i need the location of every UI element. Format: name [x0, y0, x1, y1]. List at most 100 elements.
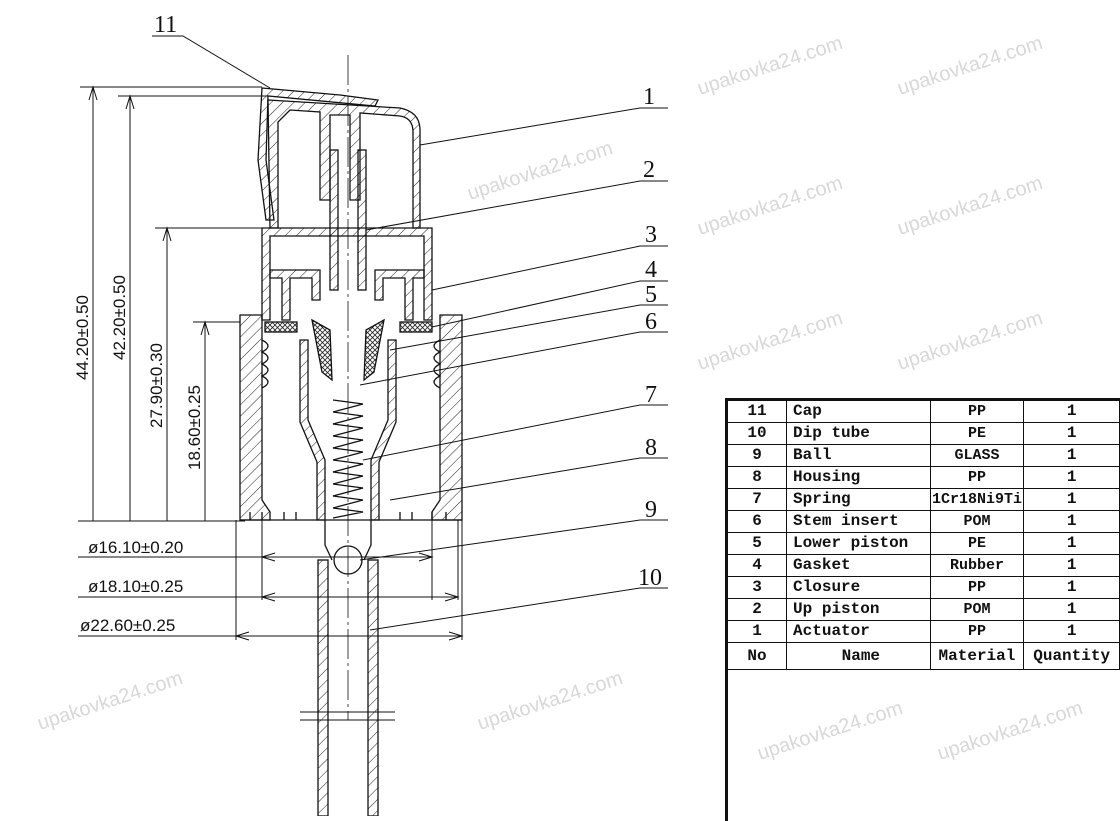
- dim-height-housing: 18.60±0.25: [185, 385, 204, 470]
- bom-cell-name: Spring: [786, 488, 931, 511]
- callout-7: 7: [645, 382, 657, 408]
- header-no: No: [726, 642, 788, 670]
- bom-cell-no: 8: [726, 466, 788, 489]
- watermark: upakovka24.com: [895, 32, 1046, 100]
- watermark: upakovka24.com: [695, 172, 846, 240]
- callout-4: 4: [645, 257, 657, 283]
- watermark: upakovka24.com: [475, 667, 626, 735]
- bom-cell-material: POM: [929, 510, 1025, 533]
- bom-cell-quantity: 1: [1023, 400, 1120, 423]
- callout-6: 6: [645, 309, 657, 335]
- bom-cell-quantity: 1: [1023, 444, 1120, 467]
- watermark: upakovka24.com: [895, 172, 1046, 240]
- bom-cell-quantity: 1: [1023, 510, 1120, 533]
- bom-cell-material: PP: [929, 466, 1025, 489]
- bom-cell-name: Dip tube: [786, 422, 931, 445]
- bom-cell-material: PP: [929, 400, 1025, 423]
- bom-cell-no: 7: [726, 488, 788, 511]
- bom-cell-material: GLASS: [929, 444, 1025, 467]
- housing-right: [431, 314, 463, 521]
- bom-cell-no: 10: [726, 422, 788, 445]
- bom-cell-no: 9: [726, 444, 788, 467]
- watermark: upakovka24.com: [695, 307, 846, 375]
- dim-dia-mid: ø18.10±0.25: [88, 577, 183, 596]
- up-piston-left: [329, 149, 339, 291]
- bom-cell-material: 1Cr18Ni9Ti: [929, 488, 1025, 511]
- bom-cell-name: Lower piston: [786, 532, 931, 555]
- bom-cell-name: Stem insert: [786, 510, 931, 533]
- bom-cell-no: 6: [726, 510, 788, 533]
- closure: [261, 227, 433, 321]
- bom-cell-name: Gasket: [786, 554, 931, 577]
- bom-cell-material: Rubber: [929, 554, 1025, 577]
- dim-height-body: 42.20±0.50: [110, 275, 129, 360]
- watermark: upakovka24.com: [465, 137, 616, 205]
- bom-cell-material: POM: [929, 598, 1025, 621]
- callout-5: 5: [645, 282, 657, 308]
- bom-cell-no: 2: [726, 598, 788, 621]
- bom-cell-quantity: 1: [1023, 532, 1120, 555]
- callout-10: 10: [638, 565, 662, 591]
- bom-cell-quantity: 1: [1023, 576, 1120, 599]
- watermark: upakovka24.com: [895, 307, 1046, 375]
- leader-lines: [152, 35, 668, 631]
- bom-cell-name: Cap: [786, 400, 931, 423]
- dim-height-total: 44.20±0.50: [73, 295, 92, 380]
- bom-cell-name: Ball: [786, 444, 931, 467]
- callout-8: 8: [645, 435, 657, 461]
- callout-1: 1: [643, 84, 655, 110]
- bom-cell-no: 1: [726, 620, 788, 643]
- bom-cell-material: PE: [929, 422, 1025, 445]
- callout-2: 2: [643, 157, 655, 183]
- bom-cell-name: Up piston: [786, 598, 931, 621]
- callout-3: 3: [645, 222, 657, 248]
- bom-cell-no: 4: [726, 554, 788, 577]
- bom-cell-quantity: 1: [1023, 422, 1120, 445]
- dip-tube-right: [367, 559, 379, 816]
- dim-dia-outer: ø22.60±0.25: [80, 616, 175, 635]
- bom-cell-name: Closure: [786, 576, 931, 599]
- dim-dia-inner: ø16.10±0.20: [88, 538, 183, 557]
- bom-cell-no: 5: [726, 532, 788, 555]
- header-name: Name: [786, 642, 931, 670]
- lower-piston-left: [311, 318, 333, 382]
- bom-cell-quantity: 1: [1023, 554, 1120, 577]
- watermark: upakovka24.com: [35, 667, 186, 735]
- dim-height-closure: 27.90±0.30: [147, 343, 166, 428]
- callout-9: 9: [645, 497, 657, 523]
- spring: [332, 399, 364, 519]
- gasket-left: [264, 321, 298, 333]
- dip-tube-left: [317, 559, 329, 816]
- dimension-lines: [78, 85, 464, 641]
- bom-cell-quantity: 1: [1023, 488, 1120, 511]
- bom-cell-quantity: 1: [1023, 466, 1120, 489]
- bom-cell-material: PP: [929, 576, 1025, 599]
- lower-piston-right: [363, 318, 385, 382]
- watermark: upakovka24.com: [695, 32, 846, 100]
- gasket-right: [399, 321, 433, 333]
- housing-left: [239, 314, 271, 521]
- up-piston-right: [357, 149, 367, 291]
- bom-cell-material: PP: [929, 620, 1025, 643]
- callout-11: 11: [154, 12, 177, 38]
- bom-cell-quantity: 1: [1023, 620, 1120, 643]
- bom-cell-material: PE: [929, 532, 1025, 555]
- header-material: Material: [929, 642, 1025, 670]
- bom-cell-name: Housing: [786, 466, 931, 489]
- bom-cell-no: 11: [726, 400, 788, 423]
- actuator: [267, 99, 421, 229]
- bom-header-row: No Name Material Quantity: [726, 642, 1120, 670]
